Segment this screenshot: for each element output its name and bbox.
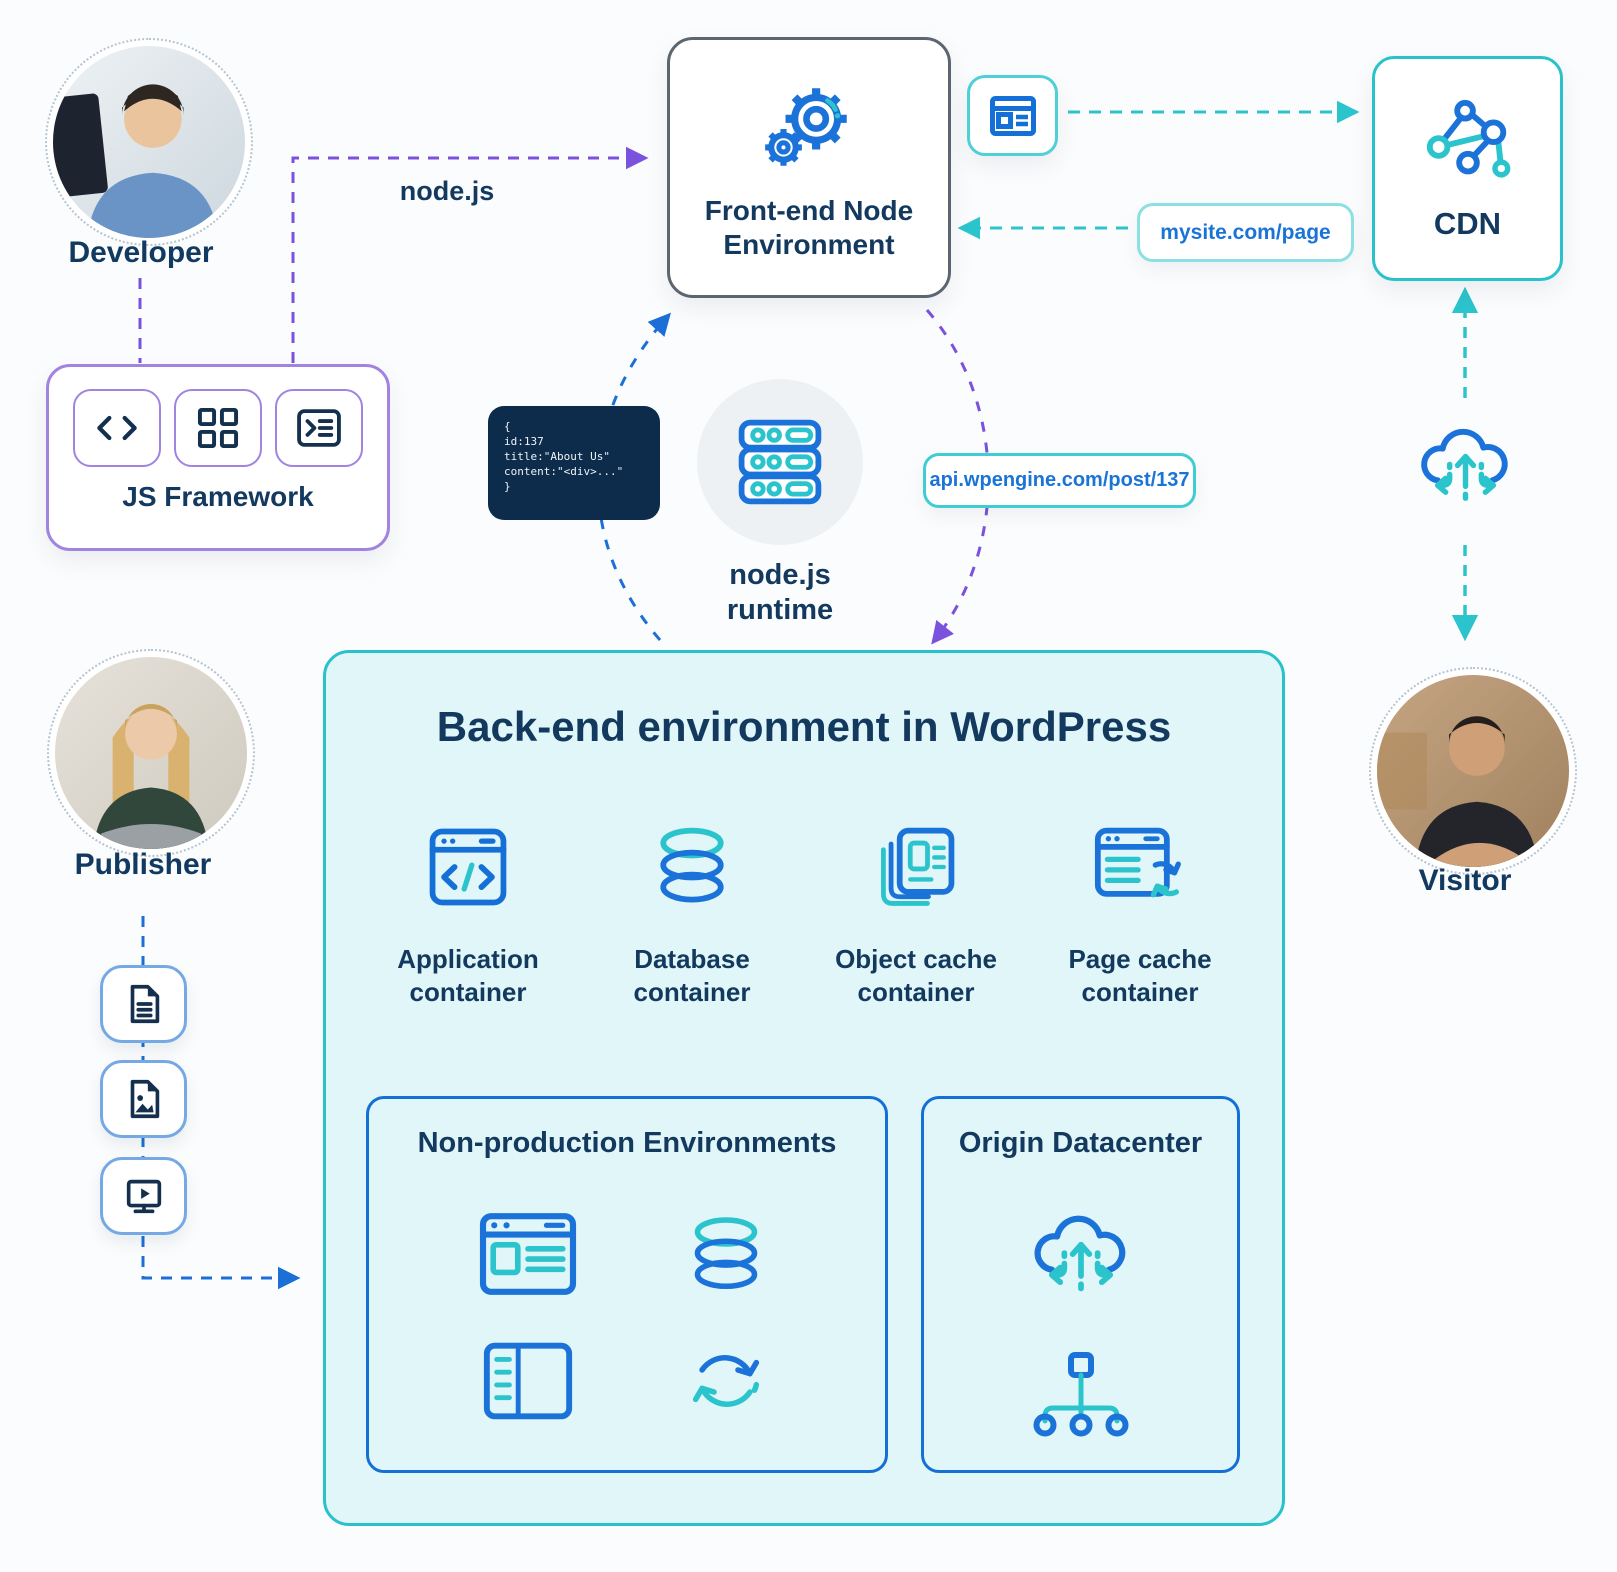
object-cache-container-icon [868, 813, 964, 913]
sync-icon [692, 1355, 760, 1407]
containers-row: Application container Database container [356, 813, 1252, 1009]
visitor-label: Visitor [1418, 864, 1512, 897]
cloud-delivery-icon [1408, 410, 1523, 515]
api-response-code-box: { id:137 title:"About Us" content:"<div>… [488, 406, 660, 520]
publisher-avatar [47, 649, 255, 857]
image-icon [130, 1079, 159, 1119]
developer-photo [53, 46, 245, 238]
visitor-photo [1377, 675, 1569, 867]
browser-icon [989, 95, 1036, 136]
application-container: Application container [356, 813, 580, 1009]
page-cache-container-icon [1090, 813, 1190, 913]
cdn-box: CDN [1372, 56, 1563, 281]
publisher-photo [55, 657, 247, 849]
image-tile [100, 1060, 187, 1138]
object-cache-container-label: Object cache container [835, 944, 997, 1007]
non-production-icons [429, 1204, 825, 1430]
page-cache-container-label: Page cache container [1068, 944, 1212, 1007]
video-tile [100, 1157, 187, 1235]
nodejs-edge-label: node.js [399, 176, 495, 206]
developer-label: Developer [68, 236, 214, 269]
grid-icon [174, 389, 262, 467]
terminal-icon [275, 389, 363, 467]
gears-icon [765, 87, 847, 166]
api-url-pill: api.wpengine.com/post/137 [923, 453, 1196, 508]
server-stack-icon [738, 419, 822, 505]
code-line: title:"About Us" [504, 450, 610, 463]
database-container: Database container [580, 813, 804, 1009]
frontend-node-environment-label: Front-end Node Environment [704, 194, 914, 260]
database-copy-icon [694, 1217, 758, 1290]
environment-panel-icon [483, 1342, 573, 1420]
network-hierarchy-icon [1033, 1352, 1128, 1437]
application-container-label: Application container [397, 944, 539, 1007]
site-preview-icon [479, 1213, 577, 1295]
origin-datacenter-title: Origin Datacenter [958, 1127, 1203, 1159]
frontend-node-environment-box: Front-end Node Environment [667, 37, 951, 298]
cloud-scale-icon [1034, 1215, 1125, 1292]
origin-datacenter-icons [924, 1199, 1237, 1439]
origin-datacenter-box: Origin Datacenter [921, 1096, 1240, 1473]
code-line: { [504, 420, 511, 433]
nodejs-runtime-circle [697, 379, 863, 545]
cdn-label: CDN [1433, 205, 1502, 241]
document-tile [100, 965, 187, 1043]
developer-avatar [45, 38, 253, 246]
backend-title: Back-end environment in WordPress [436, 703, 1172, 750]
cdn-network-icon [1426, 99, 1510, 178]
code-icon [73, 389, 161, 467]
database-container-icon [644, 813, 740, 913]
database-container-label: Database container [633, 944, 751, 1007]
visitor-avatar [1369, 667, 1577, 875]
video-icon [126, 1179, 161, 1214]
code-line: content:"<div>..." [504, 465, 624, 478]
browser-chip [967, 75, 1058, 156]
js-framework-box: JS Framework [46, 364, 390, 551]
application-container-icon [420, 813, 516, 913]
mysite-url-pill: mysite.com/page [1137, 203, 1354, 262]
publisher-label: Publisher [74, 848, 212, 881]
js-framework-label: JS Framework [122, 481, 314, 512]
non-production-title: Non-production Environments [417, 1127, 837, 1159]
backend-environment-box: Back-end environment in WordPress [323, 650, 1285, 1526]
nodejs-runtime-label: node.js runtime [726, 559, 834, 626]
object-cache-container: Object cache container [804, 813, 1028, 1009]
code-line: } [504, 480, 511, 493]
page-cache-container: Page cache container [1028, 813, 1252, 1009]
js-framework-icons [73, 389, 363, 467]
code-line: id:137 [504, 435, 544, 448]
document-icon [130, 984, 159, 1024]
non-production-environments-box: Non-production Environments [366, 1096, 888, 1473]
